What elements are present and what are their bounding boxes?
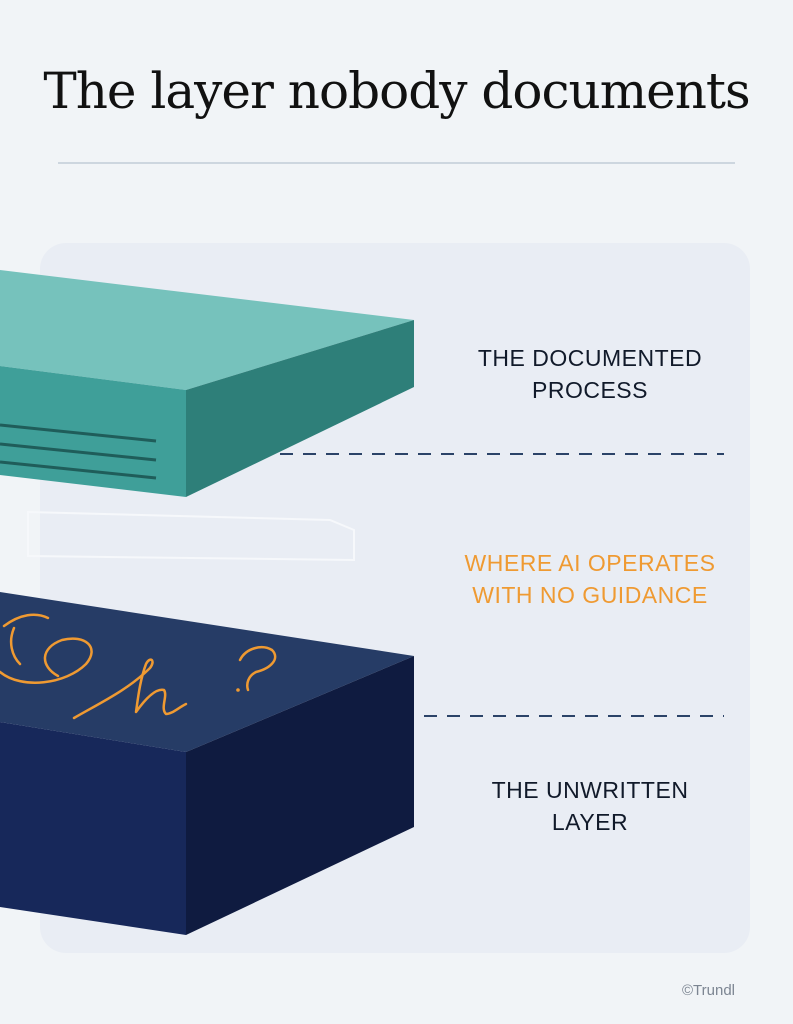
documented-label-line-2: PROCESS bbox=[532, 377, 648, 403]
gap-label-line-2: WITH NO GUIDANCE bbox=[472, 582, 708, 608]
page-title: The layer nobody documents bbox=[43, 62, 750, 120]
unwritten-label-line-1: THE UNWRITTEN bbox=[491, 777, 689, 803]
copyright-notice: ©Trundl bbox=[681, 982, 735, 999]
unwritten-label-line-2: LAYER bbox=[551, 809, 629, 835]
unwritten-layer-slab bbox=[0, 592, 414, 935]
teal-slab-side bbox=[186, 320, 414, 497]
gap-label-line-1: WHERE AI OPERATES bbox=[464, 550, 716, 576]
title-divider bbox=[58, 162, 735, 164]
page-line-1 bbox=[0, 423, 157, 443]
teal-slab-top bbox=[0, 270, 414, 390]
navy-slab-top bbox=[0, 592, 414, 752]
documented-process-label: THE DOCUMENTED PROCESS bbox=[440, 342, 740, 406]
page-line-2 bbox=[0, 442, 157, 462]
scribble-marks bbox=[0, 613, 277, 720]
documented-layer-slab bbox=[0, 270, 414, 497]
ghost-slab-outline bbox=[27, 510, 355, 562]
teal-slab-front bbox=[0, 366, 186, 497]
documented-label-line-1: THE DOCUMENTED bbox=[477, 345, 703, 371]
unwritten-layer-label: THE UNWRITTEN LAYER bbox=[440, 774, 740, 838]
page-line-3 bbox=[0, 460, 157, 480]
navy-slab-front bbox=[0, 722, 186, 935]
no-guidance-label: WHERE AI OPERATES WITH NO GUIDANCE bbox=[440, 547, 740, 611]
navy-slab-side bbox=[186, 656, 414, 935]
